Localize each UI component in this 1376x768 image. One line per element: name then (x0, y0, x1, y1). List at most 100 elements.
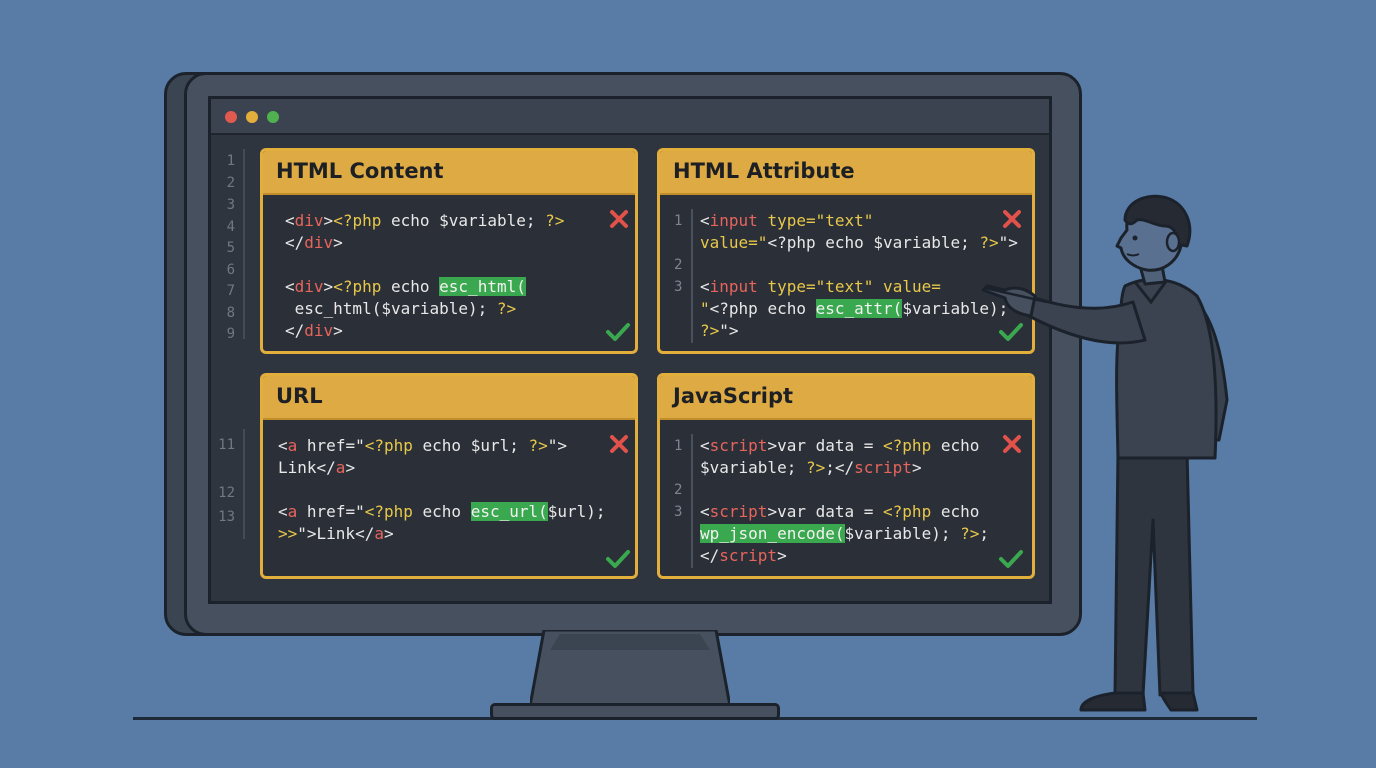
line-number: 1 (674, 213, 683, 229)
code-line: ?>"> (700, 320, 1018, 342)
window-titlebar (211, 99, 1049, 135)
line-number: 3 (674, 504, 683, 520)
highlighted-token: wp_json_encode( (700, 524, 845, 543)
code-token: "> (547, 436, 568, 455)
code-token: esc_html($variable); (285, 299, 497, 318)
monitor-stand-base (490, 703, 780, 720)
code-line: >>">Link</a> (278, 523, 606, 545)
code-gutter-divider (691, 434, 693, 568)
code-token: </ (700, 546, 720, 565)
code-token: </ (285, 321, 305, 340)
panel-javascript: JavaScript 1 2 3 <script>var data = <?ph… (657, 373, 1035, 579)
code-line: Link</a> (278, 457, 606, 479)
code-token: script (709, 502, 768, 521)
code-line: <input type="text" value= (700, 276, 1018, 298)
code-block: <script>var data = <?php echo $variable; … (700, 435, 989, 567)
gutter-line-number: 2 (226, 175, 235, 191)
code-token: $variable; (700, 458, 806, 477)
code-line: <div><?php echo $variable; ?> (285, 210, 564, 232)
code-token: < (700, 277, 710, 296)
code-line: </div> (285, 320, 564, 342)
monitor-stand-neck (530, 630, 730, 708)
close-window-button[interactable] (225, 111, 237, 123)
code-token: a (374, 524, 384, 543)
maximize-window-button[interactable] (267, 111, 279, 123)
code-token: type="text" (767, 277, 874, 296)
code-token: >> (278, 524, 298, 543)
code-token: <?php (364, 502, 413, 521)
code-line: wp_json_encode($variable); ?>; (700, 523, 989, 545)
code-block: <a href="<?php echo $url; ?>">Link</a><a… (278, 435, 606, 545)
code-token: > (323, 277, 334, 296)
gutter-divider (243, 429, 245, 539)
code-token: div (294, 211, 324, 230)
code-token: href=" (297, 502, 365, 521)
code-token: echo $url; (412, 436, 529, 455)
x-mark-icon (610, 210, 628, 228)
gutter-line-number: 11 (218, 437, 235, 453)
line-number: 1 (674, 438, 683, 454)
code-line (700, 254, 1018, 276)
code-token: ?> (700, 321, 720, 340)
code-token: value=" (700, 233, 768, 252)
code-token: script (719, 546, 778, 565)
code-token: ?> (960, 524, 980, 543)
editor-screen: 1 2 3 4 5 6 7 8 9 11 12 13 HTML Content … (208, 96, 1052, 604)
x-mark-icon (610, 435, 628, 453)
gutter-line-number: 12 (218, 485, 235, 501)
minimize-window-button[interactable] (246, 111, 258, 123)
code-token: echo (931, 436, 980, 455)
gutter-line-number: 3 (226, 197, 235, 213)
code-token: div (304, 321, 334, 340)
code-token: > (911, 458, 922, 477)
code-block: <input type="text"value="<?php echo $var… (700, 210, 1018, 342)
code-token: > (323, 211, 334, 230)
highlighted-token: esc_attr( (815, 299, 903, 318)
code-token: <?php (333, 211, 382, 230)
code-line: </script> (700, 545, 989, 567)
code-line: $variable; ?>;</script> (700, 457, 989, 479)
code-token: "> (998, 233, 1018, 252)
code-token: > (345, 458, 356, 477)
panel-title: HTML Content (276, 159, 444, 183)
code-token: ?> (545, 211, 565, 230)
code-line: <script>var data = <?php echo (700, 501, 989, 523)
code-token: ?> (805, 458, 826, 477)
code-token: echo (931, 502, 980, 521)
line-number: 2 (674, 482, 683, 498)
code-token: Link</ (278, 458, 336, 477)
code-token: $variable); (902, 299, 1009, 318)
x-mark-icon (1003, 435, 1021, 453)
gutter-line-number: 4 (226, 219, 235, 235)
highlighted-token: esc_url( (470, 502, 548, 521)
code-token: ?> (496, 299, 517, 318)
panel-url: URL <a href="<?php echo $url; ?>">Link</… (260, 373, 638, 579)
code-token: </ (285, 233, 305, 252)
code-token: "> (719, 321, 739, 340)
panel-header: URL (263, 376, 635, 420)
panel-html-content: HTML Content <div><?php echo $variable; … (260, 148, 638, 354)
code-token: <?php (883, 502, 932, 521)
code-token: script (854, 458, 912, 477)
code-token: ?> (528, 436, 548, 455)
code-block: <div><?php echo $variable; ?></div><div>… (285, 210, 564, 342)
code-token: <?php (883, 436, 932, 455)
code-token: < (700, 502, 710, 521)
code-token: a (287, 436, 298, 455)
panel-header: HTML Attribute (660, 151, 1032, 195)
code-token: < (285, 211, 295, 230)
check-mark-icon (606, 550, 630, 568)
code-token: < (700, 436, 710, 455)
highlighted-token: esc_html( (439, 277, 526, 296)
code-line: <input type="text" (700, 210, 1018, 232)
code-token: $url); (547, 502, 606, 521)
code-token: input (709, 211, 758, 230)
code-token: div (294, 277, 324, 296)
line-number: 2 (674, 257, 683, 273)
line-number: 3 (674, 279, 683, 295)
code-token: ; (979, 524, 989, 543)
code-token: echo (381, 277, 440, 296)
code-line (278, 479, 606, 501)
code-token: > (777, 546, 787, 565)
